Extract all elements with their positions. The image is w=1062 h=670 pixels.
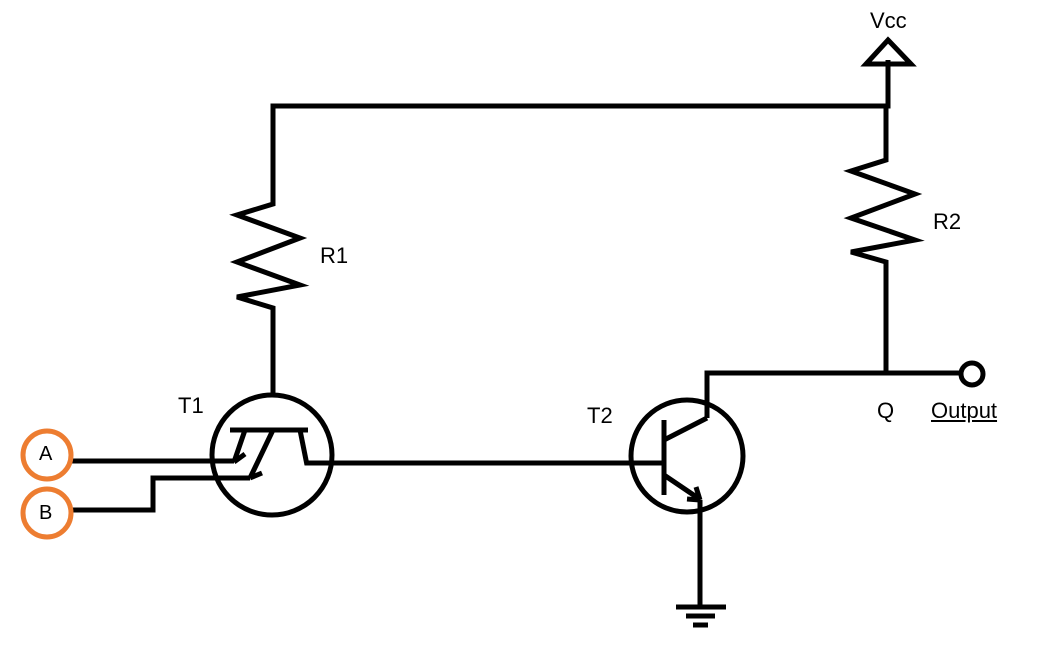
input-a-terminal <box>20 428 74 482</box>
ground-symbol <box>676 500 726 628</box>
vcc-rail <box>270 60 891 135</box>
input-b-wire <box>20 475 250 540</box>
t2-emitter-arrow <box>686 486 703 503</box>
input-b-terminal <box>20 486 74 540</box>
transistor-t1 <box>209 392 335 518</box>
output-label: Output <box>931 398 998 423</box>
input-a-label: A <box>39 443 53 465</box>
vcc-label: Vcc <box>870 8 907 33</box>
input-a-wire <box>20 428 234 482</box>
t1-emitter-arrow <box>232 451 263 481</box>
t1-label: T1 <box>178 393 204 418</box>
t2-label: T2 <box>587 403 613 428</box>
resistor-r1 <box>229 135 310 395</box>
transistor-t2 <box>628 370 960 515</box>
resistor-r2 <box>843 106 925 375</box>
output-terminal <box>958 360 986 388</box>
input-b-label: B <box>39 502 53 524</box>
r2-label: R2 <box>933 209 962 234</box>
vcc-symbol <box>860 36 917 67</box>
r1-label: R1 <box>320 243 349 268</box>
q-label: Q <box>877 398 895 423</box>
